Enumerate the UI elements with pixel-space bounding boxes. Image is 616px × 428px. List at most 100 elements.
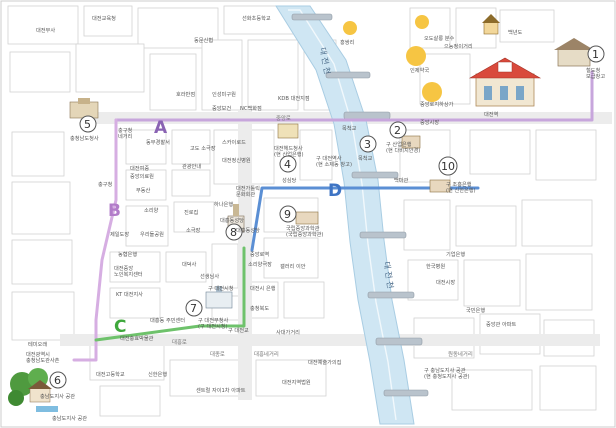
place-label: NC백화점 <box>240 104 262 112</box>
governor-residence-icon <box>8 368 58 412</box>
place-label: 대전시 은행 <box>250 284 276 292</box>
spot-marker-10[interactable] <box>438 156 458 176</box>
place-label: 목척교 <box>342 124 357 132</box>
small-house-icon <box>482 14 500 35</box>
place-label: 구 대전교 <box>228 326 249 334</box>
shop-circle-icon <box>406 46 426 66</box>
place-label: 충구청 <box>98 180 113 188</box>
place-label: 한국병원 <box>426 262 445 270</box>
spot-marker-6[interactable] <box>49 371 67 389</box>
place-label: 중앙관 아파트 <box>486 320 517 328</box>
spot-number-9: 9 <box>284 208 291 221</box>
place-label: 대전정신병원 <box>222 156 251 164</box>
spot-label-6: 충남도지사 공관 <box>40 392 75 400</box>
place-label: 소극장 <box>186 227 201 234</box>
spot-number-4: 4 <box>284 158 291 171</box>
spot-marker-3[interactable] <box>359 135 377 153</box>
place-label: 소리양 <box>144 206 159 214</box>
place-label: 선생님사 <box>200 272 219 280</box>
place-label: 기업은행 <box>446 250 465 258</box>
place-label: 대전교육청 <box>92 14 116 22</box>
place-label: KDB 대전지점 <box>278 94 310 102</box>
route-letter-B: B <box>108 201 121 221</box>
place-label: KT 대전지사 <box>116 290 143 298</box>
place-label: 구 대전역사(현 소제동 창고) <box>316 154 352 168</box>
place-label: 구 충남도지사 공관(현 충청도지사 공관) <box>424 366 470 380</box>
spot-marker-1[interactable] <box>587 45 605 63</box>
route-lines <box>72 70 594 362</box>
route-D-line <box>250 186 480 252</box>
spot-label-8: 대흥동성당 <box>220 216 244 224</box>
spot-number-8: 8 <box>230 226 237 239</box>
place-label: 충청북도 <box>250 304 269 312</box>
route-letter-A: A <box>154 118 168 138</box>
spot-label-2: 구 산업은행(현 다비치안경) <box>386 140 420 154</box>
place-label: 으능정이거리 <box>444 42 473 50</box>
place-label: 성심당 <box>282 176 297 184</box>
place-label: 갤러리 이안 <box>280 262 306 270</box>
spot-label-5: 충청남도청사 <box>70 134 99 142</box>
place-label: 대흥동성당 <box>236 226 260 234</box>
place-label: 신한은행 <box>148 370 167 378</box>
spot-number-6: 6 <box>54 374 61 387</box>
place-label: 대흥동 주민센터 <box>150 316 185 324</box>
place-label: 대흥로 <box>172 338 187 346</box>
place-label: 충남도지사 공관 <box>52 414 87 422</box>
spot-marker-7[interactable] <box>185 299 203 317</box>
place-label: 대전충효박물관 <box>120 334 154 342</box>
place-label: 테미오래 <box>28 340 47 348</box>
spot-label-3: 목척교 <box>358 154 373 162</box>
spot-label-4: 대전헤드청사(현 산업은행) <box>274 144 304 158</box>
spot-marker-4[interactable] <box>279 155 297 173</box>
place-label: 홍쌍리 <box>340 38 355 46</box>
bank-building-icon <box>295 135 451 225</box>
spot-number-7: 7 <box>190 302 197 315</box>
spot-label-7: 구 대전부청사(구 대전시청) <box>198 316 229 330</box>
place-label: 사대가거리 <box>276 328 300 336</box>
place-label: 동부경찰서 <box>146 138 170 146</box>
place-label: 관광안내 <box>182 162 201 170</box>
place-label: 대전여중 <box>130 164 149 172</box>
river-label-top: 대 전 천 <box>318 47 333 75</box>
shop-circle-icon <box>415 15 429 29</box>
place-label: 원동네거리 <box>448 350 473 358</box>
shop-circle-icon <box>343 21 357 35</box>
kdb-bank-icon <box>277 123 299 139</box>
place-label: 백년도 <box>508 28 523 36</box>
spot-label-10: 구 조흥은행(현 신한은행) <box>446 180 476 194</box>
place-label: 농협은행 <box>118 250 137 258</box>
spot-marker-8[interactable] <box>225 223 243 241</box>
spot-number-1: 1 <box>592 48 599 61</box>
place-label: 소리양극장 <box>248 260 272 268</box>
place-labels: 대전부사 선화초등학교 대전교육청 동문신협 홍쌍리 인제약국 오도살롱 분수 … <box>26 14 523 422</box>
spot-marker-9[interactable] <box>279 205 297 223</box>
river-label-bottom: 대 전 천 <box>382 261 396 289</box>
spot-marker-2[interactable] <box>389 121 407 139</box>
place-label: 진로집 <box>184 209 199 216</box>
place-label: 중앙로지하상가 <box>420 100 454 108</box>
route-B-line <box>72 118 118 362</box>
place-label: 중앙로역 <box>250 250 269 258</box>
old-city-hall-icon <box>205 286 233 309</box>
place-label: 중앙의료원 <box>130 172 154 180</box>
spot-numbers: 1 2 3 4 5 6 7 8 9 10 <box>54 48 599 387</box>
place-label: 대전예술가의집 <box>308 358 342 366</box>
railway-warehouse-icon <box>554 38 594 67</box>
place-label: 센트럴 자이1차 아파트 <box>196 386 246 394</box>
place-label: 스카이로드 <box>222 138 246 146</box>
spot-number-10: 10 <box>441 160 455 173</box>
route-A-line <box>114 70 594 122</box>
bridges <box>291 13 429 397</box>
place-label: 대덕사 <box>182 260 197 268</box>
spot-marker-5[interactable] <box>79 115 97 133</box>
place-label: 선화초등학교 <box>242 14 271 22</box>
place-label: 고도 소극장 <box>190 145 216 152</box>
place-label: 구 대전시청 <box>208 284 234 292</box>
place-label: 중앙시장 <box>420 118 439 126</box>
route-letter-D: D <box>328 181 342 201</box>
place-label: 백마관 <box>394 176 409 184</box>
place-label: 대흥네거리 <box>254 350 279 358</box>
